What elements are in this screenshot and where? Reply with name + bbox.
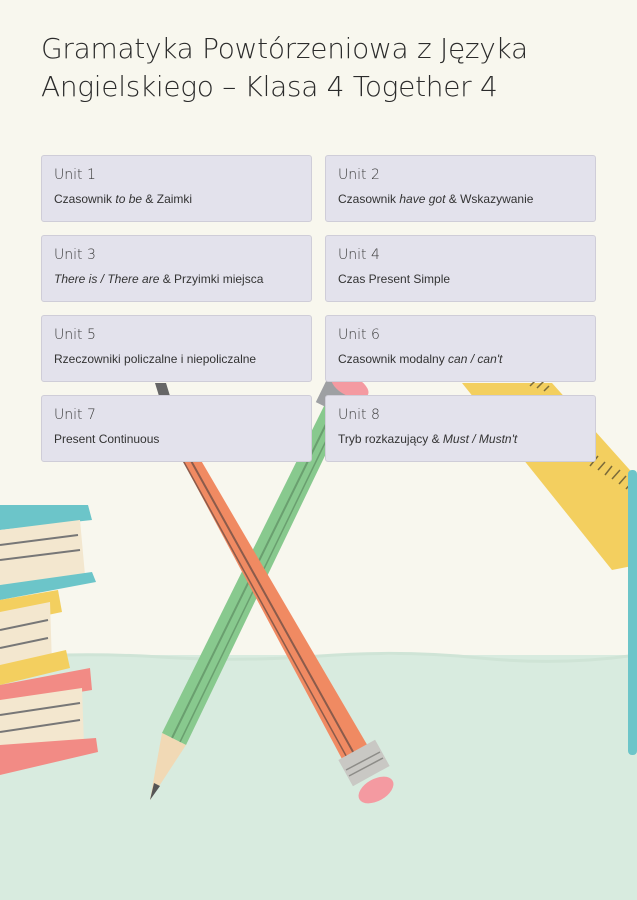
description-text: Present Continuous — [54, 432, 160, 446]
unit-title: Unit 7 — [54, 407, 96, 423]
unit-description: Czas Present Simple — [338, 272, 583, 286]
description-italic-text: can / can't — [448, 352, 503, 366]
description-text: & Zaimki — [142, 192, 193, 206]
description-text: Czasownik modalny — [338, 352, 449, 366]
description-italic-text: to be — [115, 192, 143, 206]
unit-description: Czasownik have got & Wskazywanie — [338, 192, 583, 206]
unit-card-1[interactable]: Unit 1 Czasownik to be & Zaimki — [41, 155, 312, 222]
unit-title: Unit 2 — [338, 167, 380, 183]
unit-card-6[interactable]: Unit 6 Czasownik modalny can / can't — [325, 315, 596, 382]
description-text: Czasownik — [54, 192, 116, 206]
units-grid: Unit 1 Czasownik to be & Zaimki Unit 2 C… — [41, 155, 596, 462]
description-text: Tryb rozkazujący & — [338, 432, 443, 446]
unit-description: There is / There are & Przyimki miejsca — [54, 272, 299, 286]
description-text: Czasownik — [338, 192, 400, 206]
description-text: & Przyimki miejsca — [159, 272, 264, 286]
books-illustration — [0, 505, 98, 775]
page-title: Gramatyka Powtórzeniowa z Języka Angiels… — [41, 32, 528, 103]
unit-card-7[interactable]: Unit 7 Present Continuous — [41, 395, 312, 462]
unit-description: Present Continuous — [54, 432, 299, 446]
unit-card-5[interactable]: Unit 5 Rzeczowniki policzalne i niepolic… — [41, 315, 312, 382]
unit-card-2[interactable]: Unit 2 Czasownik have got & Wskazywanie — [325, 155, 596, 222]
unit-description: Czasownik modalny can / can't — [338, 352, 583, 366]
unit-title: Unit 5 — [54, 327, 96, 343]
unit-title: Unit 6 — [338, 327, 380, 343]
description-italic-text: Must / Mustn't — [442, 432, 518, 446]
description-text: Rzeczowniki policzalne i niepoliczalne — [54, 352, 257, 366]
unit-card-3[interactable]: Unit 3 There is / There are & Przyimki m… — [41, 235, 312, 302]
unit-title: Unit 1 — [54, 167, 96, 183]
unit-title: Unit 3 — [54, 247, 96, 263]
description-text: Czas Present Simple — [338, 272, 451, 286]
unit-title: Unit 8 — [338, 407, 380, 423]
unit-description: Rzeczowniki policzalne i niepoliczalne — [54, 352, 299, 366]
unit-card-4[interactable]: Unit 4 Czas Present Simple — [325, 235, 596, 302]
description-italic-text: There is / There are — [54, 272, 160, 286]
unit-title: Unit 4 — [338, 247, 380, 263]
description-italic-text: have got — [399, 192, 446, 206]
description-text: & Wskazywanie — [445, 192, 534, 206]
unit-card-8[interactable]: Unit 8 Tryb rozkazujący & Must / Mustn't — [325, 395, 596, 462]
teal-object — [628, 470, 637, 755]
unit-description: Tryb rozkazujący & Must / Mustn't — [338, 432, 583, 446]
unit-description: Czasownik to be & Zaimki — [54, 192, 299, 206]
